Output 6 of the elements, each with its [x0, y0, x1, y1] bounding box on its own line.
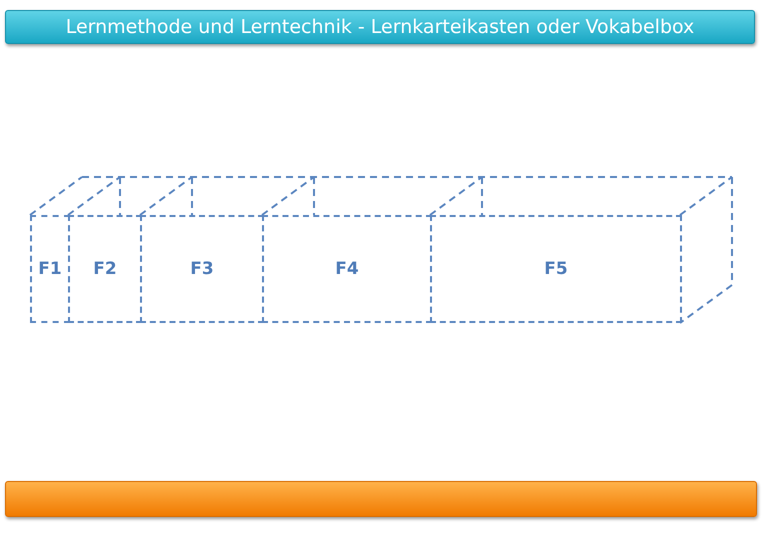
compartment: F2 [68, 215, 142, 323]
compartment: F1 [30, 215, 70, 323]
compartment: F3 [140, 215, 264, 323]
compartment: F5 [430, 215, 682, 323]
compartment: F4 [262, 215, 432, 323]
title-banner: Lernmethode und Lerntechnik - Lernkarteikasten oder Vokabelbox [5, 10, 755, 44]
